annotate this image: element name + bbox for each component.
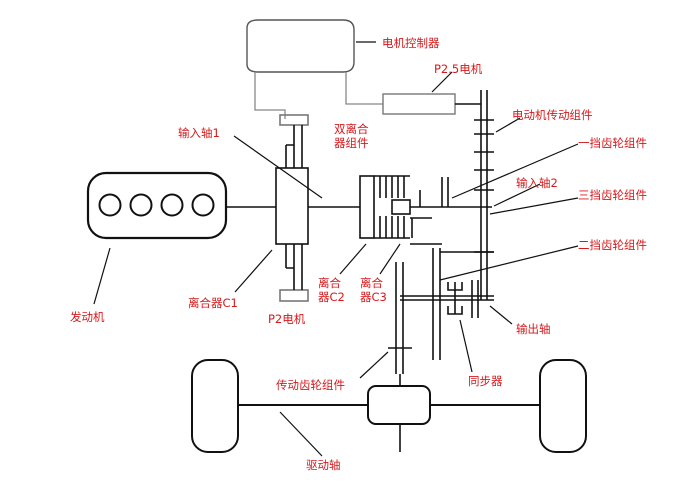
label-clutch-c2: 离合 器C2 xyxy=(318,276,345,304)
dual-clutch-housing xyxy=(359,175,375,239)
arrow-input-shaft-2 xyxy=(493,183,541,207)
label-motor-gear-group: 电动机传动组件 xyxy=(512,108,593,122)
label-transmission-gear-group: 传动齿轮组件 xyxy=(276,378,345,392)
motor-controller-box xyxy=(246,19,355,73)
p2-motor-top xyxy=(279,114,309,126)
arrow-clutch-c2 xyxy=(339,243,367,275)
arrow-synchronizer xyxy=(459,319,473,373)
p2-motor-bottom xyxy=(279,289,309,302)
arrow-p25-motor xyxy=(431,71,453,93)
label-clutch-c3: 离合 器C3 xyxy=(360,276,387,304)
label-clutch-c3-line2: 器C3 xyxy=(360,290,387,304)
label-dual-clutch-line2: 器组件 xyxy=(334,136,369,150)
label-first-gear: 一挡齿轮组件 xyxy=(578,136,647,150)
label-dual-clutch: 双离合 器组件 xyxy=(334,122,369,150)
arrow-engine xyxy=(93,247,111,305)
dual-clutch-hub xyxy=(391,199,411,215)
label-drive-shaft: 驱动轴 xyxy=(306,458,341,472)
arrow-motor-gear xyxy=(495,117,521,133)
engine-cylinder xyxy=(129,193,153,217)
clutch-c1-drum xyxy=(275,167,309,245)
label-p2-motor: P2电机 xyxy=(268,312,306,326)
label-engine: 发动机 xyxy=(70,310,105,324)
arrow-clutch-c3 xyxy=(379,243,401,275)
label-dual-clutch-line1: 双离合 xyxy=(334,122,369,136)
p25-motor-box xyxy=(382,93,456,115)
label-clutch-c2-line2: 器C2 xyxy=(318,290,345,304)
engine-block xyxy=(86,171,228,240)
engine-cylinder xyxy=(98,193,122,217)
arrow-second-gear xyxy=(439,245,579,281)
label-output-shaft: 输出轴 xyxy=(516,322,551,336)
label-clutch-c3-line1: 离合 xyxy=(360,276,383,290)
label-third-gear: 三挡齿轮组件 xyxy=(578,188,647,202)
label-synchronizer: 同步器 xyxy=(468,374,503,388)
p2-rotor-upper xyxy=(285,125,303,168)
controller-wire-p2 xyxy=(254,72,286,119)
arrow-transmission-gear xyxy=(359,351,389,379)
engine-cylinder xyxy=(160,193,184,217)
arrow-third-gear xyxy=(489,197,579,215)
label-motor-controller: 电机控制器 xyxy=(382,36,440,50)
arrow-output-shaft xyxy=(489,305,513,325)
arrow-first-gear xyxy=(451,143,579,199)
arrow-drive-shaft xyxy=(279,411,323,457)
p2-rotor-lower xyxy=(285,244,303,290)
arrow-clutch-c1 xyxy=(234,249,273,293)
label-clutch-c2-line1: 离合 xyxy=(318,276,341,290)
engine-cylinder xyxy=(191,193,215,217)
label-clutch-c1: 离合器C1 xyxy=(188,296,238,310)
label-input-shaft-1: 输入轴1 xyxy=(178,126,220,140)
label-second-gear: 二挡齿轮组件 xyxy=(578,238,647,252)
synchronizer-sleeve xyxy=(447,282,463,315)
controller-wire-p25 xyxy=(345,72,383,105)
label-p25-motor: P2.5电机 xyxy=(434,62,483,76)
label-input-shaft-2: 输入轴2 xyxy=(516,176,558,190)
dual-clutch-plates xyxy=(374,175,410,239)
wheel-right xyxy=(539,359,587,453)
differential-housing xyxy=(367,385,431,425)
motor-gear-teeth xyxy=(474,119,494,253)
arrow-input-shaft-1 xyxy=(233,135,323,199)
wheel-left xyxy=(191,359,239,453)
